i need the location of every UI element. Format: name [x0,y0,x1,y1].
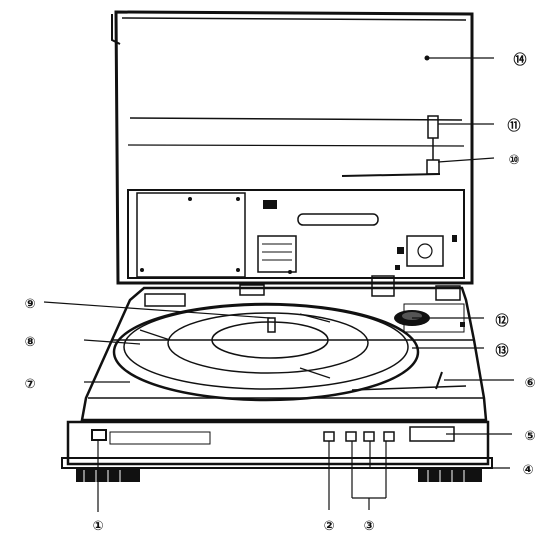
callout-8: ⑧ [24,335,35,350]
callout-label-10: ⑩ [508,153,519,168]
leader-lines [43,57,514,512]
callout-label-14: ⑭ [513,52,526,68]
callout-2: ② [323,519,334,534]
callout-11: ⑪ [507,118,520,134]
callout-5: ⑤ [524,429,535,444]
callout-7: ⑦ [24,377,35,392]
callout-label-8: ⑧ [24,335,35,350]
spindle [267,317,276,333]
callout-label-3: ③ [363,519,374,534]
callout-label-7: ⑦ [24,377,35,392]
callout-3: ③ [363,519,374,534]
callout-4: ④ [522,463,533,478]
front-controls [91,426,455,445]
arm-indicator [351,371,467,391]
callout-10: ⑩ [508,153,519,168]
rear-panel [127,189,465,279]
callout-label-6: ⑥ [524,376,535,391]
callout-9: ⑨ [24,297,35,312]
callout-label-12: ⑫ [495,313,508,329]
dust-cover [111,10,474,285]
callout-label-2: ② [323,519,334,534]
callout-label-11: ⑪ [507,118,520,134]
callout-label-5: ⑤ [524,429,535,444]
callout-label-9: ⑨ [24,297,35,312]
platter [112,302,420,402]
callout-label-1: ① [92,519,103,534]
callout-13: ⑬ [495,343,508,359]
callout-6: ⑥ [524,376,535,391]
callout-12: ⑫ [495,313,508,329]
callout-1: ① [92,519,103,534]
callout-label-13: ⑬ [495,343,508,359]
stylus-assembly [341,115,441,177]
turntable-body [61,275,493,482]
callout-label-4: ④ [522,463,533,478]
callout-14: ⑭ [513,52,526,68]
